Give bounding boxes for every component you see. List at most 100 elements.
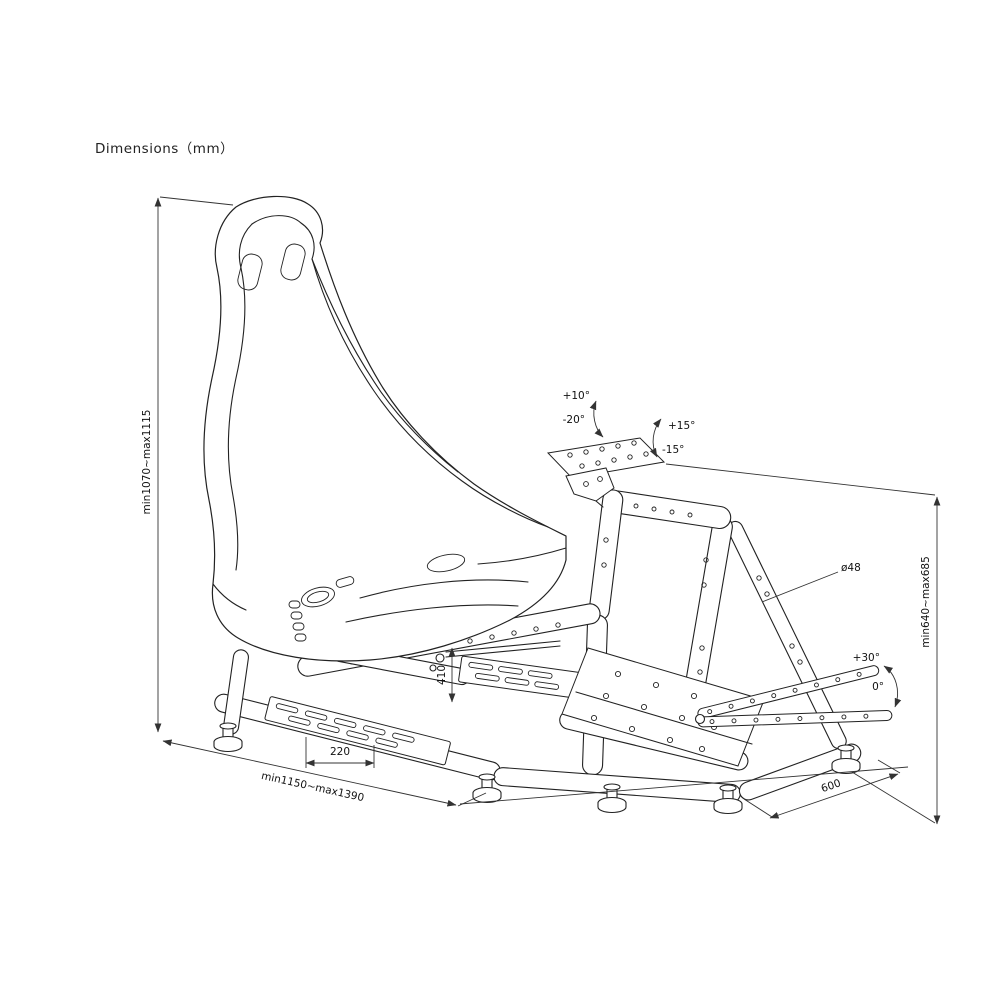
dim-label-pedal-angle-up: +30°	[853, 652, 880, 664]
vent-slot	[290, 611, 303, 620]
vent-slot	[288, 600, 301, 609]
left-base-plate	[264, 696, 451, 766]
hole	[603, 537, 609, 543]
hole	[627, 454, 633, 460]
hole	[792, 687, 798, 693]
hole	[775, 716, 781, 722]
frame	[213, 489, 893, 815]
hole	[701, 582, 707, 588]
slot	[346, 730, 369, 741]
hole	[555, 622, 561, 628]
hole	[597, 476, 603, 482]
seat-slot	[335, 576, 355, 588]
hole	[583, 481, 589, 487]
pedal-plate	[561, 647, 765, 767]
slot	[504, 677, 530, 686]
dim-label-seat-slide: 220	[330, 746, 350, 758]
slot	[275, 703, 299, 714]
arc-wheel-swivel	[649, 418, 662, 458]
ext-line	[665, 463, 936, 496]
hole	[601, 562, 607, 568]
hole	[841, 714, 847, 720]
slot	[527, 670, 553, 679]
hole	[797, 659, 803, 665]
dim-label-left-height: min1070~max1115	[141, 410, 153, 515]
hole	[764, 591, 770, 597]
hole	[699, 645, 705, 651]
arc-pedal-angle	[883, 665, 902, 708]
slot	[498, 666, 523, 675]
seat	[203, 195, 567, 662]
hole	[819, 715, 825, 721]
dim-label-wheel-swivel-right: +15°	[668, 420, 695, 432]
seat-side-slot	[426, 553, 466, 573]
hole	[753, 717, 759, 723]
hole	[643, 451, 649, 457]
hole	[771, 693, 777, 699]
wheel-bracket	[565, 467, 615, 502]
hole	[595, 460, 601, 466]
hole	[856, 671, 862, 677]
dim-base-width-line	[769, 773, 899, 819]
hole	[614, 670, 622, 678]
slot	[317, 722, 340, 734]
arm-pivot	[694, 713, 706, 725]
hole	[633, 503, 639, 509]
slot	[334, 717, 357, 728]
harness-slot	[237, 253, 263, 291]
hole	[863, 713, 869, 719]
rear-left-leg-tube	[223, 649, 249, 735]
wheel-plate	[546, 437, 666, 479]
dim-label-wheel-tilt-down: -20°	[563, 414, 585, 426]
seat-outline	[203, 195, 567, 662]
vent-slot	[294, 633, 307, 642]
dim-label-seat-rail: 410	[436, 665, 448, 685]
vent-slot	[292, 622, 305, 631]
hole	[666, 736, 674, 744]
hole	[611, 457, 617, 463]
hole	[813, 682, 819, 688]
hole	[590, 714, 598, 722]
hole	[749, 698, 755, 704]
hole	[697, 669, 703, 675]
hole	[567, 452, 573, 458]
hole	[583, 449, 589, 455]
floor-right-edge	[459, 766, 909, 805]
slot	[474, 672, 500, 682]
seat-side-handle-inner	[306, 590, 330, 604]
hole	[467, 638, 473, 644]
leader-tube-diameter	[761, 571, 839, 603]
hole	[579, 463, 585, 469]
dim-label-wheel-swivel-left: -15°	[662, 444, 684, 456]
dim-label-tube-diameter: ø48	[841, 562, 861, 574]
hole	[628, 725, 636, 733]
hole	[640, 703, 648, 711]
hole	[728, 703, 734, 709]
slot	[363, 725, 386, 736]
hole	[690, 692, 698, 700]
hole	[756, 575, 762, 581]
dim-label-pedal-angle-flat: 0°	[872, 681, 884, 693]
ext-line	[877, 759, 901, 774]
hole	[687, 512, 693, 518]
slot	[304, 710, 328, 721]
arc-wheel-tilt	[589, 400, 604, 438]
wheel-upright-upper	[588, 489, 624, 621]
hole	[698, 745, 706, 753]
hole	[703, 557, 709, 563]
hole	[731, 718, 737, 724]
dim-base-length-line	[162, 739, 457, 807]
hole	[707, 709, 713, 715]
dim-label-wheel-tilt-up: +10°	[563, 390, 590, 402]
ext-line	[743, 798, 773, 818]
seat-side-handle	[301, 586, 335, 608]
hole	[835, 677, 841, 683]
slot	[468, 661, 494, 671]
ext-line	[851, 771, 936, 824]
ext-line	[159, 196, 234, 206]
dim-label-base-width: 600	[820, 777, 843, 795]
seat-slider	[429, 640, 561, 672]
hole	[669, 509, 675, 515]
